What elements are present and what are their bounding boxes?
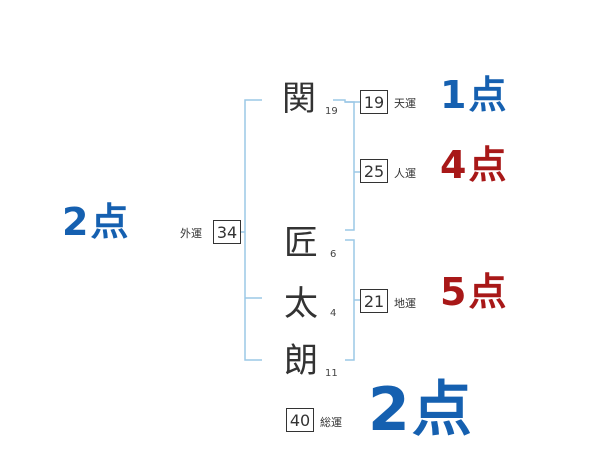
jinkaku-label: 人運 bbox=[394, 167, 416, 180]
jinkaku-score: 4点 bbox=[440, 143, 509, 187]
tenkaku-value-box: 19 bbox=[360, 90, 388, 114]
gaikaku-score: 2点 bbox=[62, 200, 131, 244]
jinkaku-bracket bbox=[345, 101, 355, 231]
outer-bracket bbox=[244, 99, 262, 361]
given-char-2: 太 bbox=[284, 284, 318, 324]
given-strokes-2: 4 bbox=[330, 308, 337, 319]
tenkaku-label: 天運 bbox=[394, 97, 416, 110]
surname-strokes-1: 19 bbox=[325, 106, 338, 117]
chikaku-bracket bbox=[345, 239, 355, 361]
chikaku-label: 地運 bbox=[394, 297, 416, 310]
jinkaku-value-box: 25 bbox=[360, 159, 388, 183]
given-strokes-3: 11 bbox=[325, 368, 338, 379]
tenkaku-score: 1点 bbox=[440, 73, 509, 117]
gaikaku-label: 外運 bbox=[180, 227, 202, 240]
gaikaku-value-box: 34 bbox=[213, 220, 241, 244]
soukaku-label: 総運 bbox=[320, 416, 342, 429]
given-char-1: 匠 bbox=[284, 223, 318, 263]
surname-char-1: 関 bbox=[282, 79, 316, 119]
given-char-3: 朗 bbox=[284, 341, 318, 381]
soukaku-score: 2点 bbox=[368, 375, 474, 445]
chikaku-value-box: 21 bbox=[360, 289, 388, 313]
given-strokes-1: 6 bbox=[330, 249, 337, 260]
chikaku-score: 5点 bbox=[440, 270, 509, 314]
soukaku-value-box: 40 bbox=[286, 408, 314, 432]
